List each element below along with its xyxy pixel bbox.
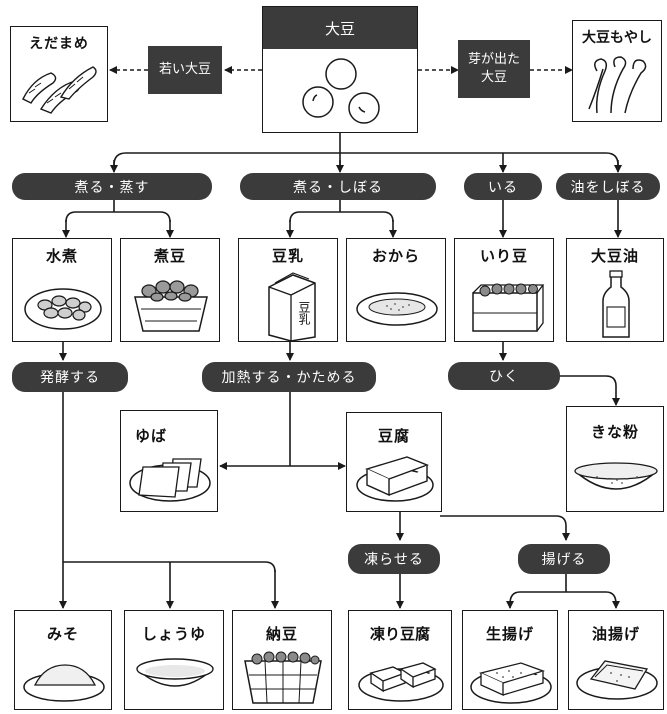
product-boiled-label: 水煮 — [45, 247, 78, 265]
koori-tofu-plate-icon — [358, 662, 444, 702]
product-tofu-label: 豆腐 — [377, 427, 410, 445]
product-namaage: 生揚げ — [462, 610, 558, 710]
product-roasted: いり豆 — [454, 238, 554, 342]
product-okara-label: おから — [371, 247, 420, 265]
process-boil-steam: 煮る・蒸す — [12, 173, 212, 200]
product-natto: 納豆 — [232, 610, 332, 710]
product-namaage-label: 生揚げ — [485, 625, 534, 643]
product-kinako: きな粉 — [566, 406, 664, 512]
sprouts-label: 大豆もやし — [582, 30, 652, 46]
edamame-label: えだまめ — [29, 36, 89, 52]
product-aburaage-label: 油揚げ — [591, 625, 640, 643]
tofu-plate-icon — [356, 456, 434, 502]
product-soy-oil: 大豆油 — [566, 238, 664, 342]
process-press-oil: 油をしぼる — [556, 173, 660, 200]
edamame-box: えだまめ — [10, 26, 108, 122]
soybean-title: 大豆 — [263, 7, 417, 49]
yuba-plate-icon — [129, 458, 211, 502]
sprouted-soybean-step: 芽が出た 大豆 — [458, 40, 530, 98]
product-tofu: 豆腐 — [346, 412, 442, 512]
process-grind: ひく — [448, 362, 560, 390]
product-aburaage: 油揚げ — [568, 610, 664, 710]
product-kinako-label: きな粉 — [590, 423, 639, 441]
process-fry: 揚げる — [518, 544, 610, 574]
product-miso-label: みそ — [46, 625, 79, 643]
process-freeze: 凍らせる — [348, 544, 440, 574]
product-shoyu: しょうゆ — [124, 610, 224, 710]
product-shoyu-label: しょうゆ — [141, 625, 206, 643]
kinako-bowl-icon — [574, 462, 658, 490]
edamame-pods-icon — [22, 66, 97, 114]
namaage-plate-icon — [470, 662, 552, 704]
bean-sprouts-icon — [588, 56, 647, 114]
aburaage-plate-icon — [576, 660, 658, 700]
soybeans-icon — [302, 58, 380, 124]
miso-plate-icon — [23, 664, 105, 702]
product-miso: みそ — [14, 610, 112, 710]
shoyu-dish-icon — [136, 658, 214, 687]
carton-label: 豆乳 — [297, 301, 311, 325]
product-soy-oil-label: 大豆油 — [590, 247, 639, 265]
product-nimame: 煮豆 — [120, 238, 220, 342]
product-nimame-label: 煮豆 — [153, 247, 186, 265]
young-soybean-step: 若い大豆 — [148, 46, 222, 94]
process-ferment: 発酵する — [12, 362, 128, 392]
sprouts-box: 大豆もやし — [572, 20, 662, 122]
process-roast: いる — [464, 173, 542, 200]
process-heat-harden: 加熱する・かためる — [202, 362, 376, 392]
product-koori-tofu-label: 凍り豆腐 — [369, 625, 430, 643]
product-soymilk-label: 豆乳 — [271, 247, 304, 265]
okara-plate-icon — [356, 292, 438, 326]
nimame-bowl-icon — [134, 280, 208, 332]
product-natto-label: 納豆 — [265, 625, 298, 643]
product-boiled: 水煮 — [12, 238, 112, 342]
product-yuba-label: ゆば — [135, 427, 168, 445]
product-soymilk: 豆乳 豆乳 — [238, 238, 338, 342]
oil-bottle-icon — [602, 270, 630, 338]
soymilk-carton-icon — [268, 272, 316, 342]
soybean-box: 大豆 — [262, 6, 418, 133]
product-yuba: ゆば — [120, 410, 218, 512]
branch-top — [113, 152, 619, 166]
process-boil-squeeze: 煮る・しぼる — [240, 173, 436, 200]
natto-pack-icon — [244, 651, 322, 704]
boiled-beans-plate-icon — [24, 288, 102, 330]
roasted-beans-masu-icon — [472, 283, 545, 332]
product-okara: おから — [346, 238, 446, 342]
product-roasted-label: いり豆 — [479, 247, 528, 265]
product-koori-tofu: 凍り豆腐 — [348, 610, 452, 710]
